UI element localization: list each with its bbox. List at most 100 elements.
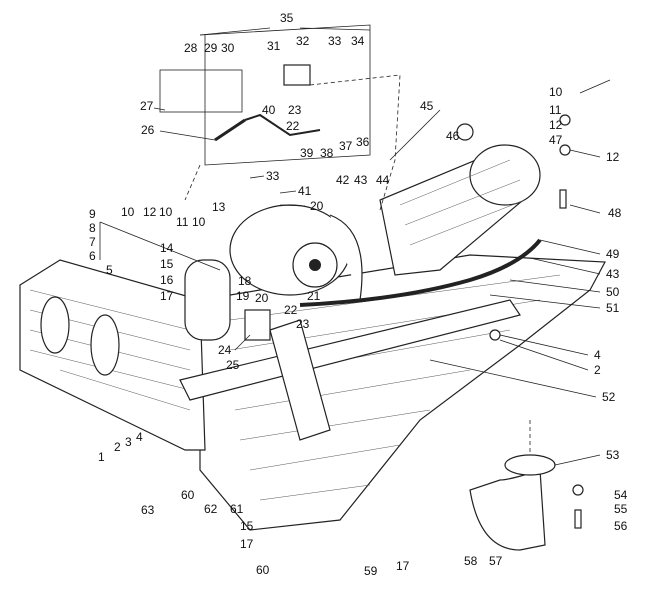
label-5: 5 [106,263,113,277]
label-60: 60 [256,563,270,577]
label-36: 36 [356,135,370,149]
label-17: 17 [396,559,410,573]
bolt [559,189,567,209]
label-6: 6 [89,249,96,263]
label-16: 16 [160,273,174,287]
tank-end [469,144,541,206]
label-22: 22 [284,303,298,317]
label-41: 41 [298,184,312,198]
label-10: 10 [159,205,173,219]
label-3: 3 [125,435,132,449]
bracket [244,309,271,341]
label-10: 10 [121,205,135,219]
frame-beam [179,299,521,401]
label-27: 27 [140,99,154,113]
label-12: 12 [549,118,563,132]
label-37: 37 [339,139,353,153]
label-44: 44 [376,173,390,187]
label-15: 15 [240,519,254,533]
label-20: 20 [310,199,324,213]
label-2: 2 [114,440,121,454]
label-38: 38 [320,146,334,160]
label-39: 39 [300,146,314,160]
nut [572,484,584,496]
label-29: 29 [204,41,218,55]
label-26: 26 [141,123,155,137]
fan-hub [309,259,321,271]
label-59: 59 [364,564,378,578]
label-53: 53 [606,448,620,462]
subassembly-frame-small [159,69,243,113]
label-23: 23 [288,103,302,117]
label-31: 31 [267,39,281,53]
label-12: 12 [606,150,620,164]
rod [214,118,246,142]
nut [489,329,501,341]
label-33: 33 [328,34,342,48]
label-8: 8 [89,221,96,235]
part-number-labels: 35 28 29 30 31 32 33 34 27 26 40 23 22 3… [89,11,628,578]
label-48: 48 [608,206,622,220]
label-22: 22 [286,119,300,133]
filter-canister [184,259,231,341]
label-61: 61 [230,502,244,516]
label-28: 28 [184,41,198,55]
label-17: 17 [160,289,174,303]
label-56: 56 [614,519,628,533]
label-2: 2 [594,363,601,377]
label-9: 9 [89,207,96,221]
label-45: 45 [420,99,434,113]
label-10: 10 [192,215,206,229]
label-35: 35 [280,11,294,25]
grille-opening [90,314,120,376]
washer [559,114,571,126]
label-21: 21 [307,289,321,303]
label-34: 34 [351,34,365,48]
label-17: 17 [240,537,254,551]
label-62: 62 [204,502,218,516]
label-40: 40 [262,103,276,117]
relay-part [283,64,311,86]
label-19: 19 [236,289,250,303]
leader-lines [99,27,611,466]
sensor [456,123,474,141]
label-24: 24 [218,343,232,357]
label-46: 46 [446,129,460,143]
label-60: 60 [181,488,195,502]
label-10: 10 [549,85,563,99]
label-12: 12 [143,205,157,219]
label-13: 13 [212,200,226,214]
fuel-line [244,113,321,137]
grille-opening [40,296,70,354]
label-47: 47 [549,133,563,147]
flange-gasket [504,454,556,476]
label-33: 33 [266,169,280,183]
label-14: 14 [160,241,174,255]
frame-beam [269,319,331,441]
exhaust-elbow [469,469,546,551]
label-11: 11 [549,103,562,117]
label-50: 50 [606,285,620,299]
label-55: 55 [614,502,628,516]
label-57: 57 [489,554,503,568]
dashed-connector [184,164,201,201]
label-1: 1 [98,450,105,464]
bolt [574,509,582,529]
label-42: 42 [336,173,350,187]
duct-hose [329,214,363,301]
label-51: 51 [606,301,620,315]
label-54: 54 [614,488,628,502]
label-63: 63 [141,503,155,517]
fuel-pipe [299,238,542,307]
label-43: 43 [606,267,620,281]
label-7: 7 [89,235,96,249]
label-49: 49 [606,247,620,261]
label-58: 58 [464,554,478,568]
dashed-connector [309,74,401,211]
label-4: 4 [136,430,143,444]
label-25: 25 [226,358,240,372]
label-52: 52 [602,390,616,404]
label-23: 23 [296,317,310,331]
label-4: 4 [594,348,601,362]
